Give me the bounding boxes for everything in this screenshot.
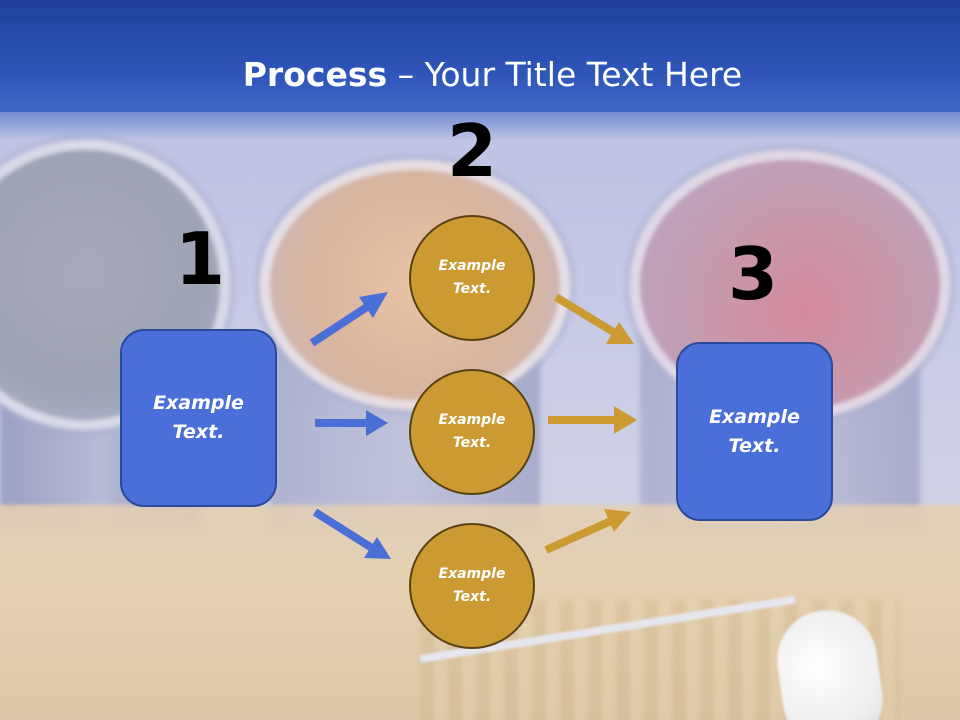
title-bold: Process (242, 55, 388, 94)
step-3-box: Example Text. (676, 342, 833, 521)
step-2-circle-bottom: Example Text. (409, 523, 535, 649)
step-number-3: 3 (727, 232, 779, 316)
title-rest: – Your Title Text Here (387, 55, 743, 94)
circle-text: Example Text. (438, 412, 506, 451)
title-bar-fade (0, 100, 960, 140)
step-number-1: 1 (174, 217, 226, 301)
step-3-text: Example Text. (709, 405, 800, 457)
step-1-box: Example Text. (120, 329, 277, 507)
title-bar (0, 0, 960, 112)
circle-text: Example Text. (438, 258, 506, 297)
step-2-circle-top: Example Text. (409, 215, 535, 341)
circle-text: Example Text. (438, 566, 506, 605)
step-number-2: 2 (446, 109, 498, 193)
step-2-circle-middle: Example Text. (409, 369, 535, 495)
step-1-text: Example Text. (153, 392, 244, 443)
slide-title: Process – Your Title Text Here (0, 52, 960, 98)
